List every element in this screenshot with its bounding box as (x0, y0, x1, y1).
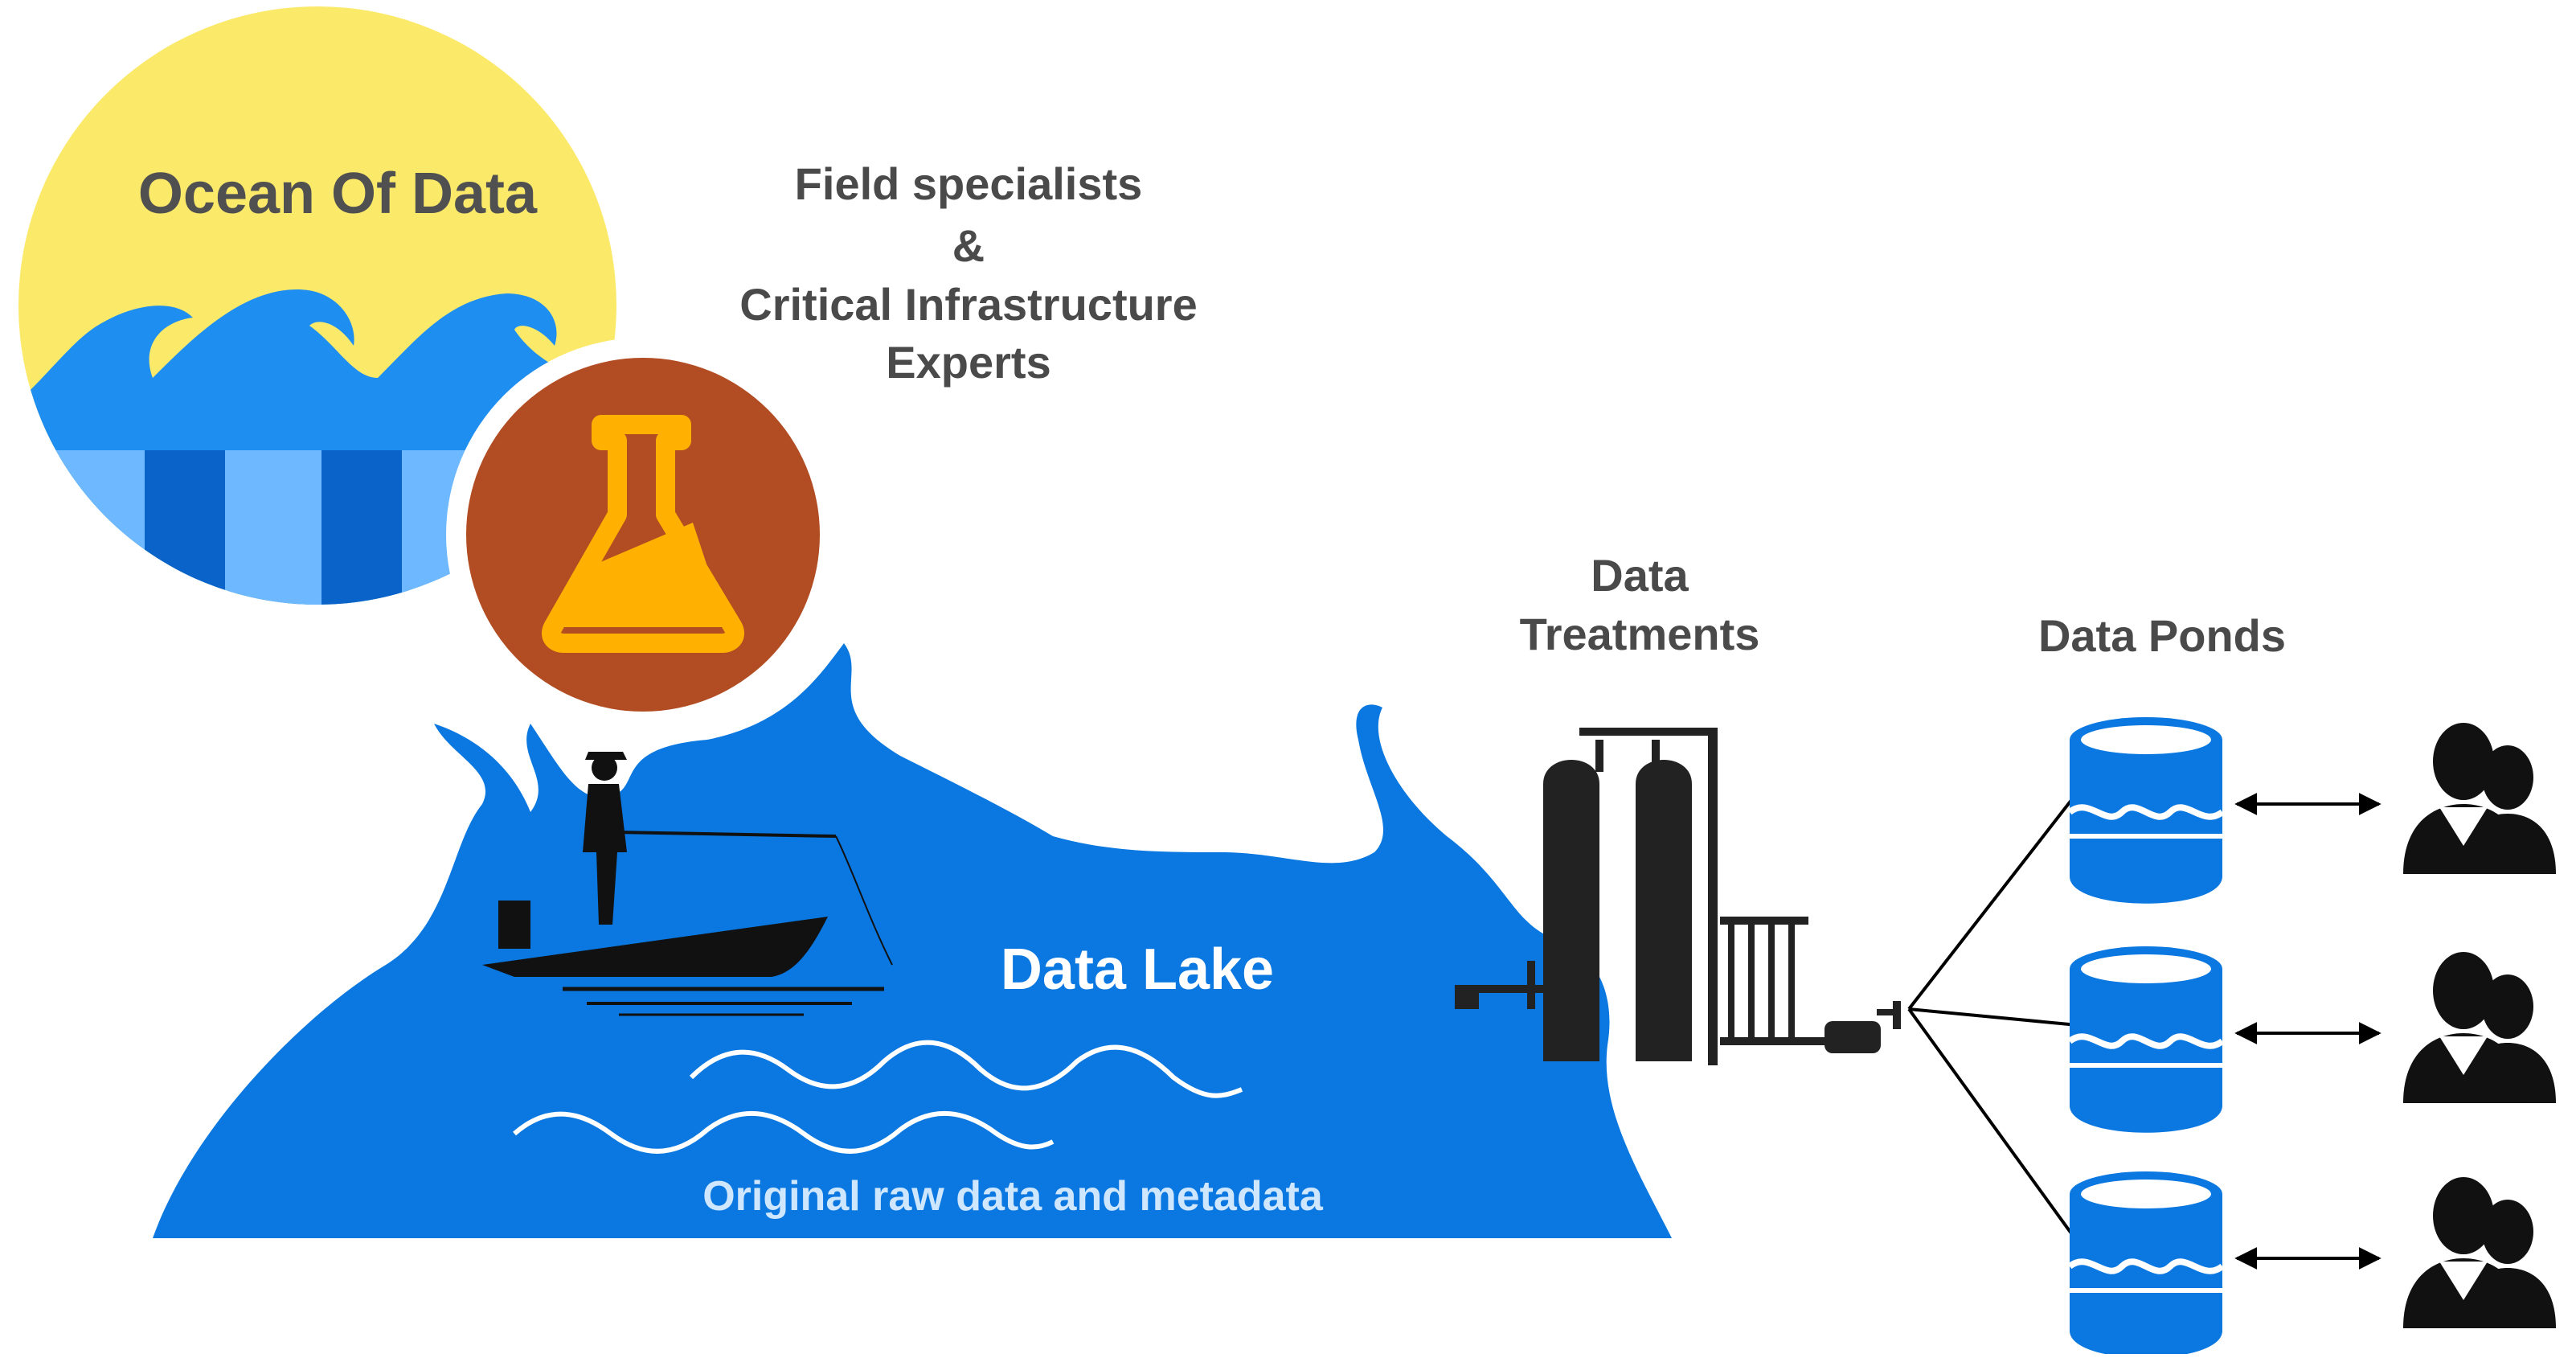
experts-label: Field specialists & Critical Infrastruct… (739, 158, 1198, 388)
user-group-icon[interactable] (2403, 952, 2556, 1103)
connector-line (1907, 790, 2079, 1011)
ocean-title: Ocean Of Data (138, 162, 538, 226)
lake-ripple (689, 1040, 1243, 1098)
experts-line-4: Experts (886, 337, 1050, 388)
lake-ripple (513, 1111, 1055, 1154)
pond-row (2067, 946, 2556, 1133)
boat-icon (482, 901, 884, 1016)
lake-subtitle: Original raw data and metadata (702, 1173, 1324, 1220)
experts-badge (446, 338, 840, 732)
experts-line-3: Critical Infrastructure (739, 279, 1198, 330)
database-icon[interactable] (2067, 717, 2225, 904)
pond-row (2067, 1171, 2556, 1358)
treatments-label: Data Treatments (1520, 550, 1760, 659)
pond-connectors (1907, 790, 2079, 1244)
database-icon[interactable] (2067, 1171, 2225, 1358)
pond-row (2067, 717, 2556, 904)
ocean-stripes (48, 450, 498, 605)
fisherman-icon (583, 752, 893, 966)
connector-line (1907, 1007, 2079, 1244)
lake-title: Data Lake (1001, 937, 1274, 1002)
user-group-icon[interactable] (2403, 723, 2556, 874)
database-icon[interactable] (2067, 946, 2225, 1133)
treatments-line-1: Data (1591, 550, 1689, 601)
ponds-title: Data Ponds (2038, 610, 2286, 661)
water-treatment-plant-icon (1455, 728, 1901, 1065)
experts-circle (466, 358, 820, 712)
lake-water (153, 643, 1672, 1238)
experts-line-1: Field specialists (795, 158, 1143, 209)
connector-line (1908, 1007, 2078, 1027)
experts-line-2: & (952, 220, 985, 271)
flask-icon (542, 415, 744, 653)
user-group-icon[interactable] (2403, 1177, 2556, 1328)
data-ponds (2067, 717, 2556, 1358)
data-lake: Data Lake Original raw data and metadata (153, 643, 1672, 1238)
treatments-line-2: Treatments (1520, 609, 1760, 659)
